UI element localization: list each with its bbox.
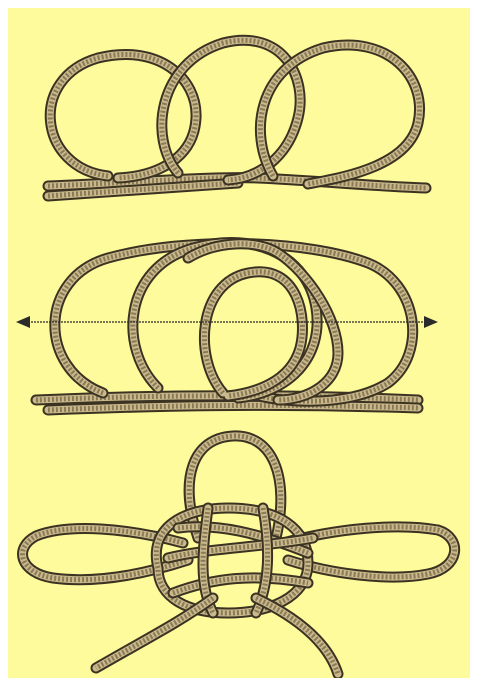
horizontal-arrow — [16, 316, 438, 328]
knot-tying-diagram — [8, 8, 470, 678]
step-1-three-loops — [48, 40, 426, 196]
figure-panel — [8, 8, 470, 678]
rope-outline — [256, 598, 338, 674]
step-3-finished-knot — [23, 436, 455, 674]
rope-twist — [96, 598, 213, 668]
arrow-right-icon — [424, 316, 438, 328]
arrow-left-icon — [16, 316, 30, 328]
step-2-overlapped-loops-with-arrows — [36, 243, 418, 410]
